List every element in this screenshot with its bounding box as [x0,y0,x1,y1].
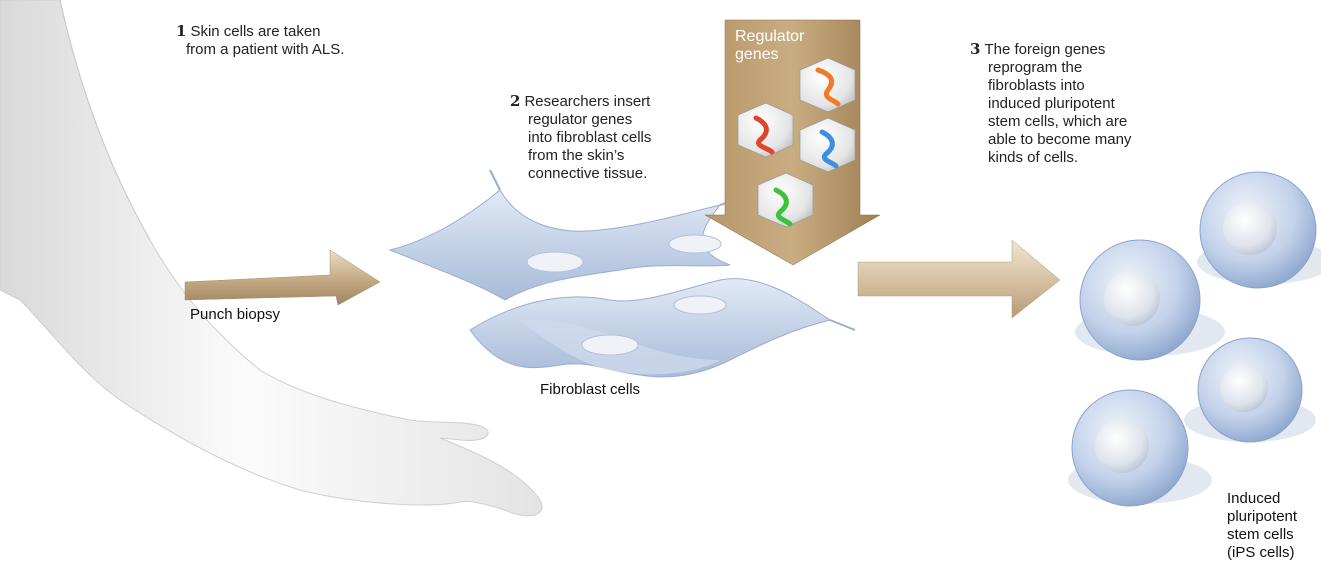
step-3-line-1: The foreign genes [984,41,1105,58]
step-2-line-2: regulator genes [510,111,651,129]
step-1-line-1: Skin cells are taken [190,23,320,40]
process-arrow-icon [858,240,1060,318]
ips-cells-label-line-1: Induced [1227,490,1297,508]
step-3-line-5: stem cells, which are [970,113,1131,131]
fibroblast-cells-label: Fibroblast cells [540,381,640,399]
ips-cells-label: Induced pluripotent stem cells (iPS cell… [1227,490,1297,562]
step-2-number: 2 [510,92,520,110]
step-2-line-3: into fibroblast cells [510,129,651,147]
step-3-line-7: kinds of cells. [970,149,1131,167]
regulator-genes-label-line-1: Regulator [735,28,804,46]
step-3-number: 3 [970,40,980,58]
step-2-line-5: connective tissue. [510,165,651,183]
step-1-line-2: from a patient with ALS. [176,41,344,59]
step-3-line-4: induced pluripotent [970,95,1131,113]
punch-biopsy-arrow-icon [185,250,380,305]
step-3-line-6: able to become many [970,131,1131,149]
ips-cells-label-line-3: stem cells [1227,526,1297,544]
regulator-genes-label: Regulator genes [735,28,804,64]
ips-cells-label-line-2: pluripotent [1227,508,1297,526]
ips-cells-label-line-4: (iPS cells) [1227,544,1297,562]
step-3-line-3: fibroblasts into [970,77,1131,95]
punch-biopsy-label: Punch biopsy [190,306,280,324]
step-1-number: 1 [176,22,186,40]
step-2-line-4: from the skin’s [510,147,651,165]
step-2-line-1: Researchers insert [524,93,650,110]
regulator-genes-label-line-2: genes [735,46,804,64]
ips-cells-icon [1068,172,1321,506]
step-3-line-2: reprogram the [970,59,1131,77]
